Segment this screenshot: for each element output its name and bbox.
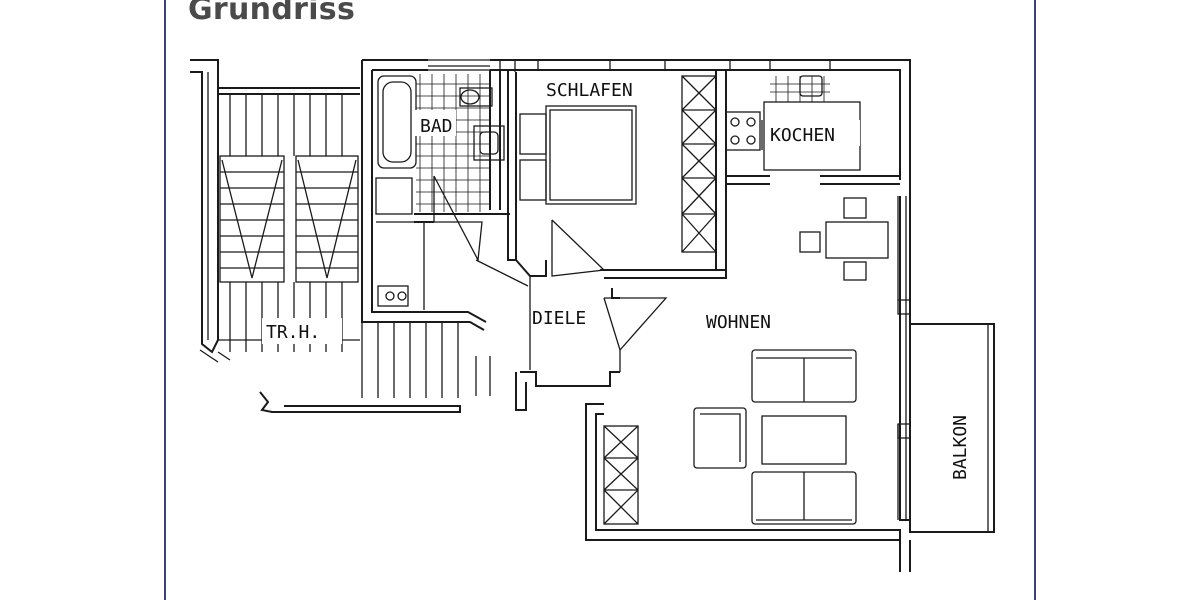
- room-label-diele: DIELE: [532, 308, 586, 329]
- room-label-treppenhaus: TR.H.: [266, 322, 320, 343]
- balcony: BALKON: [909, 323, 995, 533]
- kitchen: KOCHEN: [725, 75, 861, 171]
- hall: DIELE: [532, 308, 586, 329]
- wardrobe-bedroom: [681, 75, 717, 253]
- interior-walls: [376, 70, 900, 310]
- dining-table: [825, 221, 889, 259]
- sofa-top: [751, 349, 857, 403]
- room-label-wohnen: WOHNEN: [706, 312, 771, 333]
- coffee-table: [761, 415, 847, 465]
- room-label-balkon: BALKON: [950, 415, 971, 480]
- armchair: [693, 407, 747, 469]
- doors: [433, 175, 668, 372]
- frame-right-border: [1034, 0, 1036, 600]
- room-label-bad: BAD: [420, 116, 453, 137]
- room-label-kochen: KOCHEN: [770, 125, 835, 146]
- frame-left-border: [164, 0, 166, 600]
- bathroom: BAD: [375, 74, 505, 307]
- stairwell: [190, 59, 491, 413]
- sofa-bottom: [751, 471, 857, 525]
- living-room: WOHNEN: [603, 196, 911, 525]
- room-label-schlafen: SCHLAFEN: [546, 80, 633, 101]
- bedroom: SCHLAFEN: [519, 75, 717, 253]
- wardrobe-living: [603, 425, 639, 525]
- page-title: Grundriss: [188, 0, 356, 27]
